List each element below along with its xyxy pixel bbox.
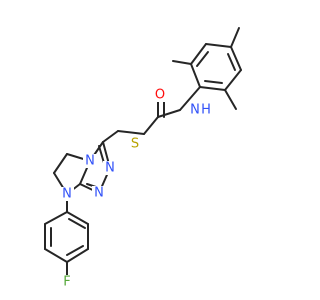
triazole-n-lower: N bbox=[92, 186, 106, 201]
triazole-n-upper: N bbox=[103, 161, 117, 176]
bond bbox=[179, 86, 201, 111]
bond bbox=[66, 245, 84, 256]
sulfur-atom: S bbox=[128, 137, 142, 152]
atom-labels: O N H S N N N N F bbox=[60, 88, 214, 290]
triazole-n-upper-label: N bbox=[105, 161, 115, 176]
bond bbox=[224, 69, 242, 91]
bond bbox=[190, 43, 207, 65]
bond bbox=[98, 145, 105, 164]
bond bbox=[157, 109, 181, 118]
triazole-n-fused: N bbox=[83, 154, 97, 169]
amide-hydrogen-label: H bbox=[201, 103, 211, 118]
triazole-n-lower-label: N bbox=[94, 186, 104, 201]
bonds bbox=[44, 27, 242, 281]
bond bbox=[227, 53, 236, 71]
sulfur-label: S bbox=[131, 137, 139, 152]
bond bbox=[143, 116, 159, 135]
imidazoline-n-label: N bbox=[62, 187, 72, 202]
molecule-drawing: O N H S N N N N F bbox=[44, 27, 242, 290]
bond bbox=[68, 218, 86, 229]
amide-nitrogen-label: N bbox=[190, 103, 200, 118]
oxygen-label: O bbox=[155, 88, 165, 103]
bond bbox=[44, 211, 68, 225]
bond bbox=[44, 248, 68, 263]
bond bbox=[172, 60, 192, 65]
bond bbox=[205, 43, 232, 48]
oxygen-atom: O bbox=[152, 88, 168, 103]
bond bbox=[53, 153, 68, 174]
bond bbox=[66, 248, 89, 263]
bond bbox=[230, 27, 240, 48]
triazole-n-fused-label: N bbox=[85, 154, 95, 169]
bond bbox=[66, 211, 89, 225]
bond bbox=[204, 80, 223, 84]
amide-nh: N H bbox=[188, 103, 214, 118]
fluorine-label: F bbox=[63, 275, 70, 290]
bond bbox=[196, 51, 209, 67]
bond bbox=[117, 130, 145, 135]
imidazoline-n: N bbox=[60, 187, 74, 202]
bond bbox=[190, 63, 201, 88]
bond bbox=[199, 86, 226, 91]
fluorine-atom: F bbox=[60, 275, 74, 290]
bond bbox=[230, 46, 242, 71]
bond bbox=[102, 130, 119, 143]
bond bbox=[224, 89, 237, 110]
structure-canvas: O N H S N N N N F bbox=[44, 27, 242, 290]
